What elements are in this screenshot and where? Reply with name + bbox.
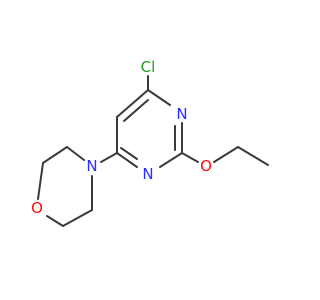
bond-n3-c4 xyxy=(116,152,138,168)
atom-labels: Cl N N N O O xyxy=(31,58,212,217)
atom-nitrogen-n3: N xyxy=(142,165,153,183)
atom-chlorine: Cl xyxy=(141,58,156,76)
bond-c-bottom-c-right xyxy=(62,209,93,227)
bond-ch2-ch3 xyxy=(237,146,269,166)
bond-c5-c6 xyxy=(116,89,149,118)
bond-c-top-c-left xyxy=(42,146,68,164)
bond-omorph-c-bottom xyxy=(46,215,64,227)
bond-n3-c4-inner xyxy=(120,147,138,160)
bond-c5-c6-inner xyxy=(123,99,149,122)
bond-c4-nmorph xyxy=(100,152,118,163)
bond-c6-n1 xyxy=(147,89,171,106)
molecule-structure: Cl N N N O O xyxy=(31,58,269,227)
atom-oxygen-ether: O xyxy=(200,157,212,175)
bond-oether-ch2 xyxy=(213,146,239,163)
bond-c-left-omorph xyxy=(37,162,44,200)
atom-oxygen-morpholine: O xyxy=(31,199,43,217)
bond-c2-oether xyxy=(181,152,199,163)
bond-nmorph-c-top xyxy=(66,146,85,161)
atom-nitrogen-n1: N xyxy=(176,105,187,123)
atom-nitrogen-morpholine: N xyxy=(86,157,97,175)
bonds xyxy=(37,75,269,227)
bond-c2-n3 xyxy=(159,152,183,168)
